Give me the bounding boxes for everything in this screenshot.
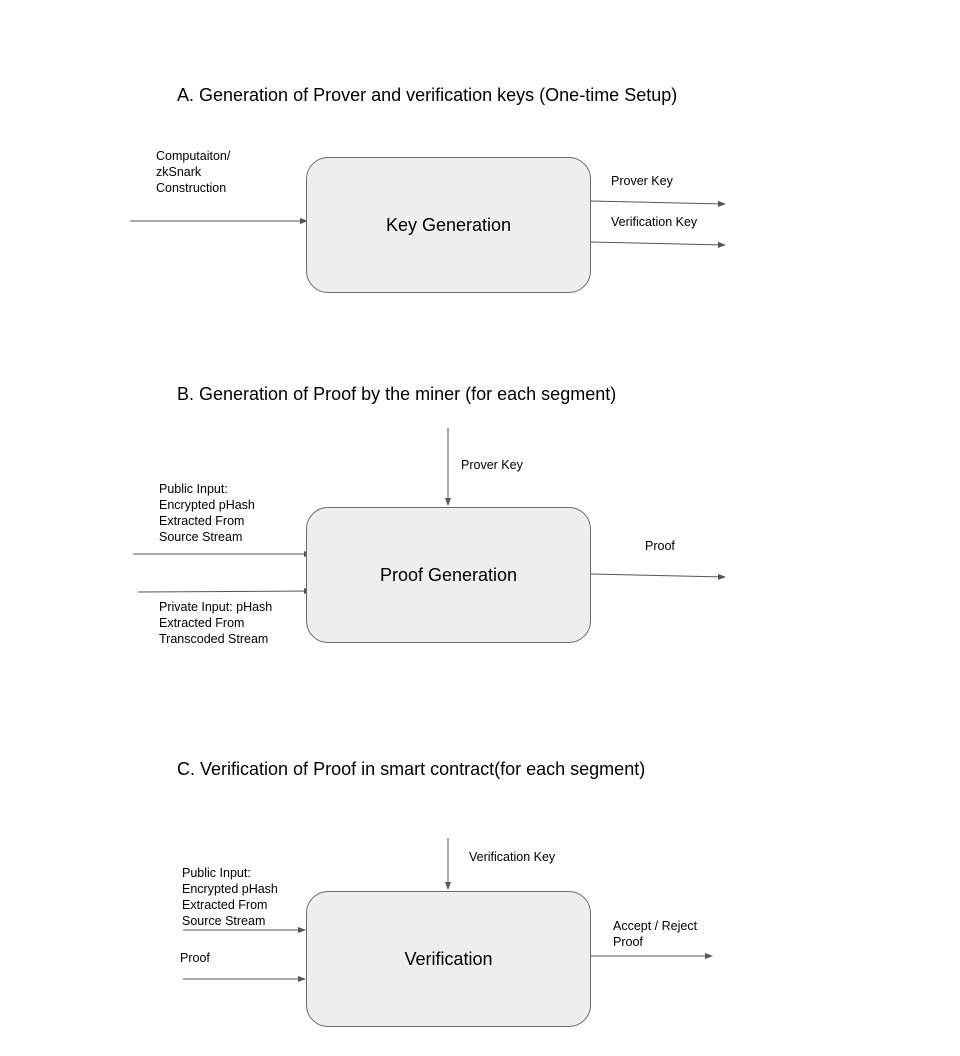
construction-input-label: Computaiton/ zkSnark Construction <box>156 149 231 195</box>
section-a-title: A. Generation of Prover and verification… <box>177 85 678 105</box>
accept-reject-output-label: Accept / Reject Proof <box>613 919 698 949</box>
verification-key-input-label: Verification Key <box>469 850 556 864</box>
arrow-private-input <box>137 588 312 595</box>
section-c-title: C. Verification of Proof in smart contra… <box>177 759 646 779</box>
proof-output-label: Proof <box>645 539 675 553</box>
proof-generation-label: Proof Generation <box>379 564 518 585</box>
proof-generation-box: Proof Generation <box>306 507 591 643</box>
arrow-proof-output <box>589 573 726 580</box>
key-generation-box: Key Generation <box>306 157 591 293</box>
verification-key-output-label: Verification Key <box>611 215 698 229</box>
proof-input-label: Proof <box>180 951 210 965</box>
section-b-title: B. Generation of Proof by the miner (for… <box>177 384 617 404</box>
verification-box: Verification <box>306 891 591 1027</box>
arrow-prover-key-output <box>589 200 726 207</box>
arrow-verification-key-output <box>589 241 726 248</box>
prover-key-input-label: Prover Key <box>461 458 523 472</box>
public-input-label: Public Input: Encrypted pHash Extracted … <box>159 482 255 544</box>
public-input-label-c: Public Input: Encrypted pHash Extracted … <box>182 866 278 928</box>
verification-label: Verification <box>404 948 493 969</box>
prover-key-output-label: Prover Key <box>611 174 673 188</box>
key-generation-label: Key Generation <box>385 214 512 235</box>
private-input-label: Private Input: pHash Extracted From Tran… <box>159 600 273 646</box>
